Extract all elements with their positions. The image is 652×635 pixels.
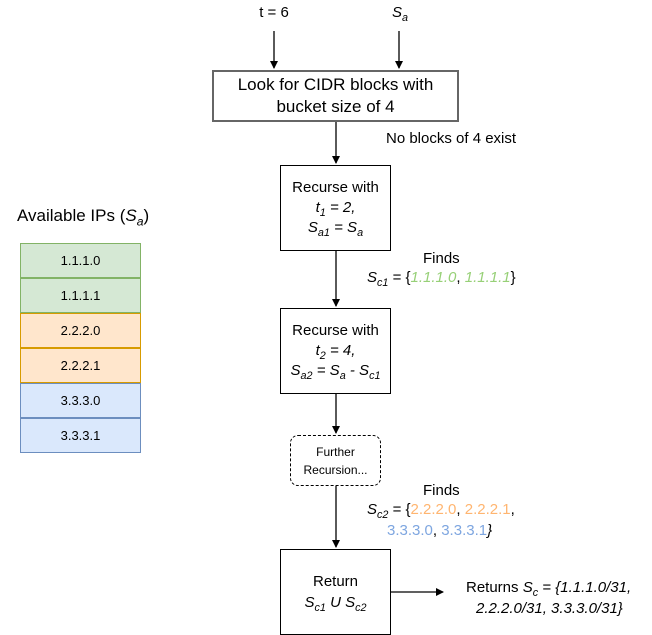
return-box-title: Return — [312, 573, 359, 590]
recurse-box-1-s: Sa1 = Sa — [307, 219, 364, 239]
available-ips-title: Available IPs (Sa) — [17, 206, 150, 229]
recurse-box-2-title: Recurse with — [292, 322, 379, 339]
ip-cell: 1.1.1.0 — [20, 243, 141, 278]
ip-cell: 1.1.1.1 — [20, 278, 141, 313]
search-cidr-line1: Look for CIDR blocks with — [237, 75, 434, 94]
ip-cell: 3.3.3.1 — [20, 418, 141, 453]
search-cidr-line2: bucket size of 4 — [276, 97, 395, 116]
no-blocks-label: No blocks of 4 exist — [386, 130, 517, 147]
ip-cell: 3.3.3.0 — [20, 383, 141, 418]
finds-1-set: Sc1 = {1.1.1.0, 1.1.1.1} — [367, 269, 516, 289]
returns-line1: Returns Sc = {1.1.1.0/31, — [466, 579, 632, 599]
finds-1-label: Finds — [423, 250, 460, 267]
further-recursion-line1: Further — [316, 444, 355, 459]
finds-2-label: Finds — [423, 482, 460, 499]
ip-cell: 2.2.2.0 — [20, 313, 141, 348]
input-t-label: t = 6 — [259, 4, 289, 21]
further-recursion-line2: Recursion... — [303, 462, 368, 477]
input-sa-label: Sa — [391, 4, 409, 24]
recurse-box-2: Recurse with t2 = 4, Sa2 = Sa - Sc1 — [280, 308, 391, 394]
ip-cell: 2.2.2.1 — [20, 348, 141, 383]
recurse-box-1-t: t1 = 2, — [315, 199, 356, 219]
search-cidr-box: Look for CIDR blocks with bucket size of… — [212, 70, 459, 122]
recurse-box-1: Recurse with t1 = 2, Sa1 = Sa — [280, 165, 391, 251]
finds-2-set-line1: Sc2 = {2.2.2.0, 2.2.2.1, — [367, 501, 515, 521]
further-recursion-box: Further Recursion... — [290, 435, 381, 486]
returns-line2: 2.2.2.0/31, 3.3.3.0/31} — [476, 600, 623, 617]
recurse-box-2-t: t2 = 4, — [315, 342, 356, 362]
return-box: Return Sc1 U Sc2 — [280, 549, 391, 635]
recurse-box-2-s: Sa2 = Sa - Sc1 — [290, 362, 381, 382]
recurse-box-1-title: Recurse with — [292, 179, 379, 196]
finds-2-set-line2: 3.3.3.0, 3.3.3.1} — [387, 522, 493, 539]
return-box-union: Sc1 U Sc2 — [304, 594, 367, 614]
